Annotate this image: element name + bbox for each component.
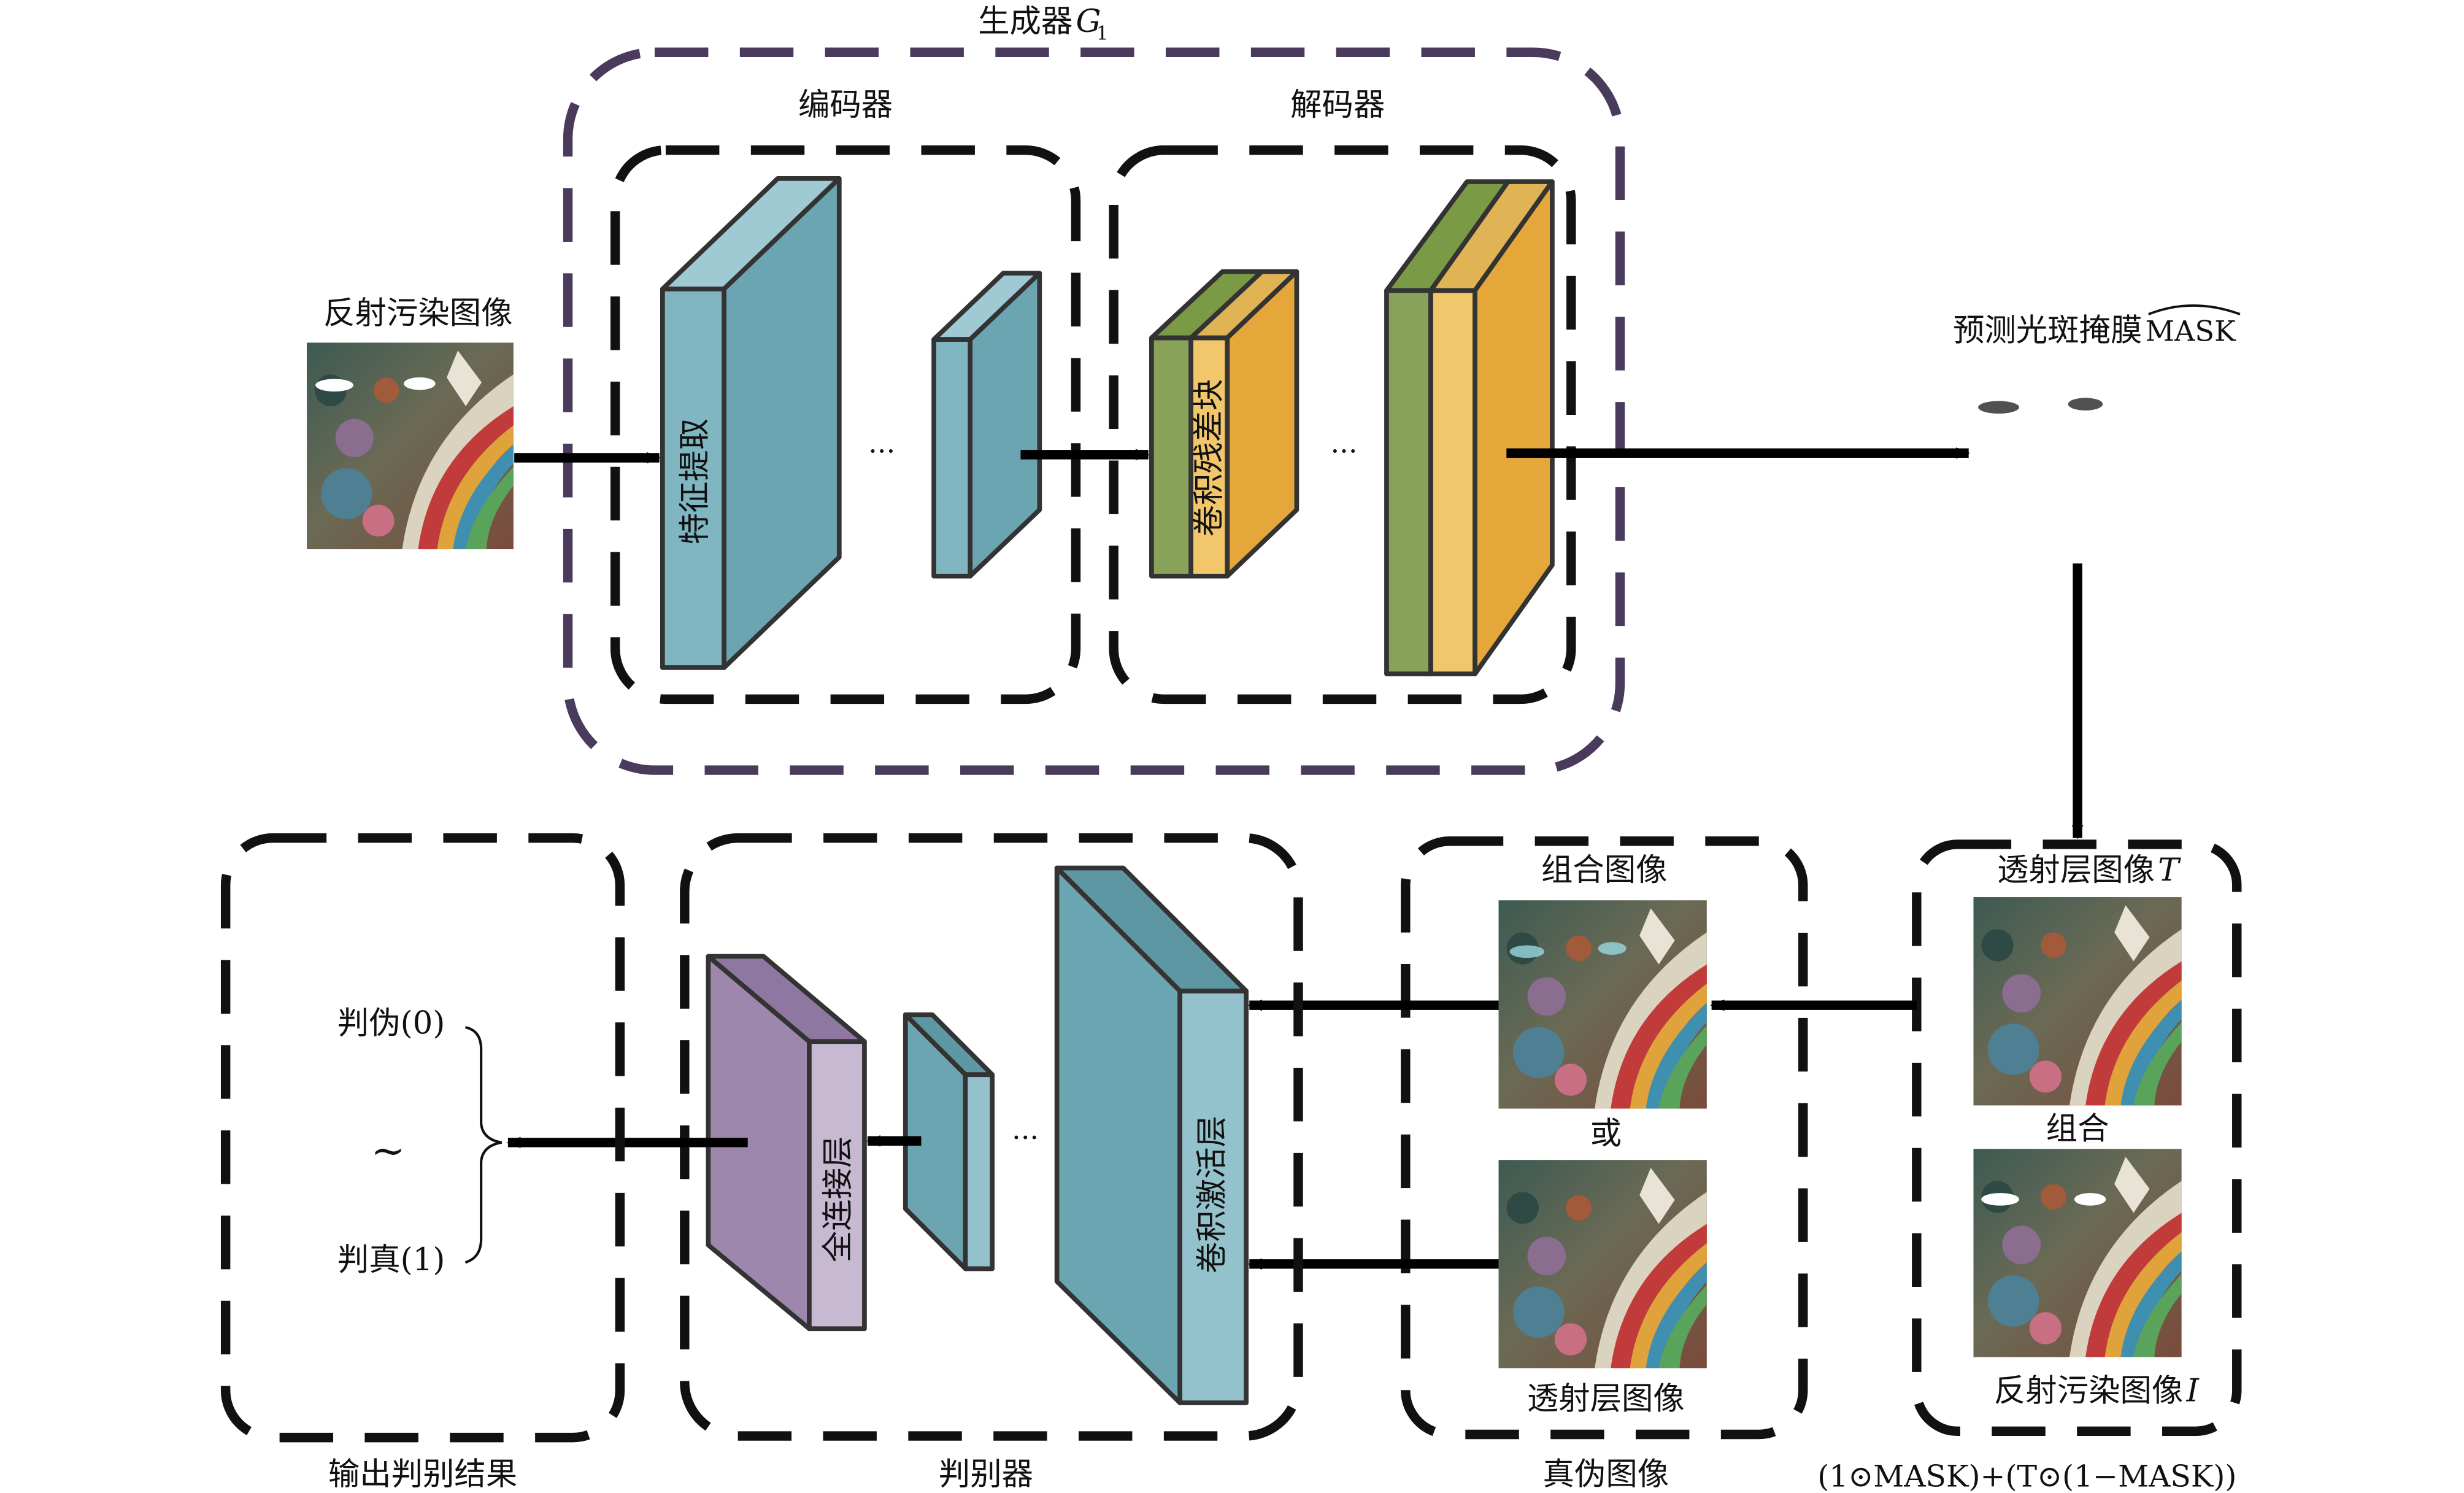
encoder-small-block: [931, 271, 1042, 579]
generator-title-var: G: [1076, 3, 1101, 40]
input-image: [307, 342, 514, 550]
transmission-image: [1973, 897, 2182, 1106]
input-image-label: 反射污染图像: [323, 295, 512, 331]
discriminator-ellipsis: ···: [1012, 1121, 1039, 1154]
combination-formula: (1⊙MASK)+(T⊙(1−MASK)): [1817, 1459, 2236, 1493]
fake-real-group-label: 真伪图像: [1543, 1456, 1669, 1493]
fully-connected-label: 全连接层: [820, 1136, 857, 1263]
fake-real-box: [1401, 836, 1808, 1440]
feature-extraction-block: [660, 176, 842, 670]
output-group-label: 输出判别结果: [328, 1456, 517, 1493]
transmission-image-real: [1498, 1160, 1707, 1368]
discriminator-box: [680, 833, 1303, 1441]
discriminator-label: 判别器: [939, 1456, 1033, 1493]
transmission-box: [1912, 839, 2242, 1437]
encoder-label: 编码器: [798, 87, 893, 123]
real-image-label: 透射层图像: [1527, 1380, 1685, 1417]
decoder-large-block: [1384, 179, 1555, 677]
fully-connected-block: [706, 954, 867, 1332]
generator-border: [563, 47, 1625, 775]
predicted-mask-image: [1978, 398, 2103, 414]
or-label: 或: [1590, 1115, 1622, 1152]
encoder-ellipsis: ···: [868, 434, 895, 468]
encoder-box: [610, 145, 1081, 704]
feature-extraction-label: 特征提取: [676, 419, 713, 545]
output-box: [220, 833, 625, 1443]
real-result-label: 判真(1): [337, 1241, 445, 1278]
result-brace: [464, 1026, 502, 1264]
conv-activation-block: [1054, 865, 1249, 1405]
fake-result-label: 判伪(0): [337, 1005, 445, 1041]
conv-residual-block: [1149, 269, 1299, 579]
transmission-label: 透射层图像: [1997, 852, 2155, 889]
mask-hat-symbol: [2148, 304, 2241, 315]
reflection-image: [1973, 1149, 2182, 1357]
reflection-label-var: I: [2185, 1372, 2200, 1409]
combined-image-label: 组合图像: [1541, 852, 1668, 889]
conv-residual-label: 卷积残差块: [1190, 379, 1227, 536]
transmission-label-var: T: [2158, 852, 2181, 889]
tilde-label: ~: [371, 1127, 405, 1175]
predicted-mask-symbol: MASK: [2146, 315, 2236, 348]
decoder-box: [1109, 145, 1576, 704]
combine-label: 组合: [2046, 1111, 2109, 1148]
reflection-label: 反射污染图像: [1994, 1372, 2183, 1409]
combined-image: [1498, 900, 1707, 1109]
predicted-mask-label: 预测光斑掩膜: [1953, 312, 2142, 349]
conv-activation-label: 卷积激活层: [1194, 1116, 1231, 1273]
decoder-ellipsis: ···: [1330, 434, 1357, 468]
decoder-label: 解码器: [1290, 87, 1385, 123]
generator-title-sub: 1: [1096, 23, 1109, 45]
generator-title: 生成器: [978, 3, 1072, 40]
